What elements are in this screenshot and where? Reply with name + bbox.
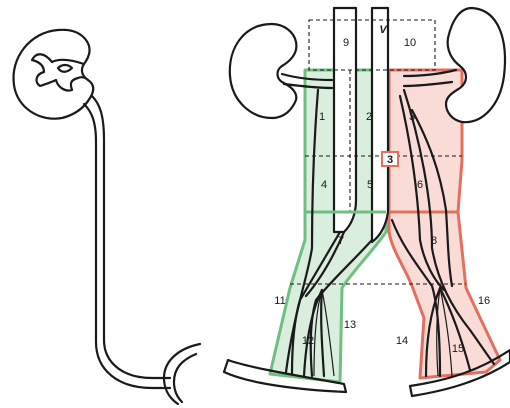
region-label-5: 5 <box>367 179 373 191</box>
region-label-16: 16 <box>478 295 490 307</box>
region-label-3: 3 <box>409 111 415 123</box>
calyx-inner <box>58 65 72 72</box>
region-label-9: 9 <box>343 37 349 49</box>
center-marker-label: 3 <box>387 154 393 166</box>
zone-diagram: 3 V 1 2 3 4 5 6 7 8 9 10 11 12 13 14 15 … <box>224 8 510 396</box>
bladder-arc <box>164 344 200 404</box>
right-kidney <box>446 8 505 122</box>
ureter-outer <box>92 96 170 378</box>
vena-cava <box>372 8 388 242</box>
region-label-10: 10 <box>404 37 416 49</box>
kidney-outline <box>13 30 93 119</box>
bladder-arc-inner <box>174 354 196 402</box>
region-label-4: 4 <box>321 179 327 191</box>
left-kidney <box>230 24 297 118</box>
region-label-7: 7 <box>338 235 344 247</box>
region-label-12: 12 <box>302 335 314 347</box>
region-label-1: 1 <box>319 111 325 123</box>
region-label-6: 6 <box>417 179 423 191</box>
left-kidney-figure <box>13 30 200 404</box>
region-label-13: 13 <box>344 319 356 331</box>
region-label-2: 2 <box>366 111 372 123</box>
region-label-8: 8 <box>431 235 437 247</box>
region-label-11: 11 <box>274 295 285 307</box>
ureter-inner <box>84 104 170 388</box>
region-label-15: 15 <box>452 343 464 355</box>
region-label-14: 14 <box>396 335 408 347</box>
renal-pelvis <box>32 54 88 90</box>
